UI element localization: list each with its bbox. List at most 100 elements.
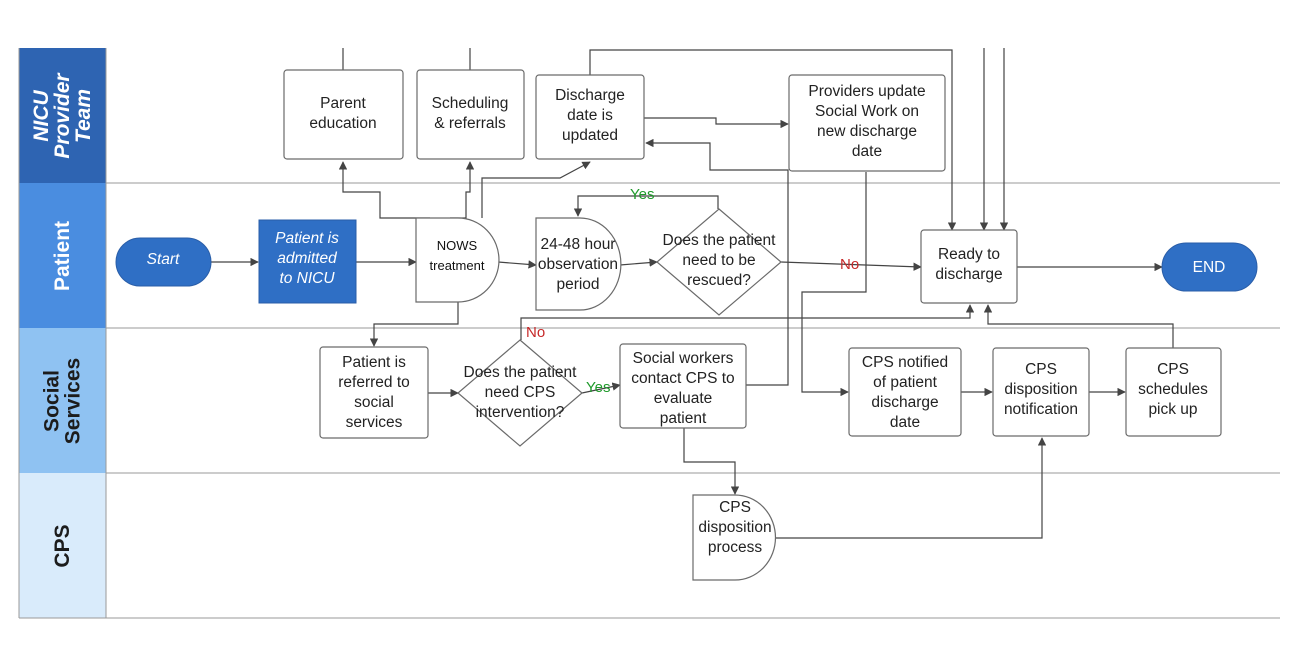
nows-label: NOWS treatment bbox=[430, 238, 485, 273]
node-label-line: date bbox=[890, 414, 920, 431]
node-label-line: Social workers bbox=[633, 350, 734, 367]
node-label-line: END bbox=[1193, 259, 1226, 276]
nows-node: NOWS treatment bbox=[415, 217, 500, 303]
node-label-line: education bbox=[309, 115, 376, 132]
node-label-line: Parent bbox=[320, 95, 366, 112]
lane-label-nicu: NICUProviderTeam bbox=[30, 72, 95, 159]
lane-label-social: SocialServices bbox=[41, 358, 85, 444]
lane-headers bbox=[19, 48, 106, 618]
cps-notified-label: CPS notified of patient discharge date bbox=[862, 354, 948, 431]
rescued-decision: Does the patient need to be rescued? bbox=[656, 208, 782, 316]
parent-education-label: Parent education bbox=[309, 95, 376, 132]
sw-contact-node: Social workers contact CPS to evaluate pati… bbox=[619, 343, 747, 429]
node-label-line: discharge bbox=[935, 266, 1002, 283]
node-label-line: rescued? bbox=[687, 272, 751, 289]
lane-header-social bbox=[19, 328, 106, 473]
node-label-line: disposition bbox=[1004, 381, 1077, 398]
observation-label: 24-48 hour observation period bbox=[538, 236, 618, 293]
node-label-line: new discharge bbox=[817, 123, 917, 140]
node-label-line: discharge bbox=[871, 394, 938, 411]
cps-pickup-label: CPS schedules pick up bbox=[1138, 361, 1208, 418]
lane-header-patient bbox=[19, 183, 106, 328]
observation-node: 24-48 hour observation period bbox=[535, 217, 622, 311]
start-node: Start bbox=[115, 237, 212, 287]
lane-label-line: CPS bbox=[51, 524, 74, 567]
node-label-line: Discharge bbox=[555, 87, 625, 104]
node-label-line: Providers update bbox=[808, 83, 925, 100]
node-label-line: process bbox=[708, 539, 763, 556]
node-label-line: date is bbox=[567, 107, 613, 124]
lane-label-line: Provider bbox=[51, 72, 74, 159]
node-label-line: notification bbox=[1004, 401, 1078, 418]
node-label-line: period bbox=[556, 276, 599, 293]
end-node: END bbox=[1161, 242, 1258, 292]
node-label-line: NOWS bbox=[437, 238, 478, 253]
rescued-label: Does the patient need to be rescued? bbox=[663, 232, 777, 289]
node-label-line: 24-48 hour bbox=[541, 236, 616, 253]
node-label-line: of patient bbox=[873, 374, 937, 391]
node-label-line: intervention? bbox=[476, 404, 565, 421]
lane-label-line: Services bbox=[62, 358, 85, 444]
referred-label: Patient is referred to social services bbox=[338, 354, 410, 431]
node-label-line: contact CPS to bbox=[631, 370, 734, 387]
node-label-line: need to be bbox=[682, 252, 755, 269]
node-label-line: to NICU bbox=[279, 270, 335, 287]
lane-label-texts: NICUProviderTeam Patient SocialServices … bbox=[30, 72, 95, 568]
node-label-line: observation bbox=[538, 256, 618, 273]
cps-disp-notif-node: CPS disposition notification bbox=[992, 347, 1090, 437]
lane-label-line: Social bbox=[41, 370, 64, 432]
node-label-line: Social Work on bbox=[815, 103, 919, 120]
lane-header-cps bbox=[19, 473, 106, 618]
node-label-line: & referrals bbox=[434, 115, 506, 132]
end-label: END bbox=[1193, 259, 1226, 276]
lane-header-nicu bbox=[19, 48, 106, 183]
node-label-line: patient bbox=[660, 410, 707, 427]
node-label-line: Does the patient bbox=[663, 232, 777, 249]
node-label-line: Scheduling bbox=[432, 95, 509, 112]
node-label-line: CPS bbox=[1025, 361, 1057, 378]
node-label-line: evaluate bbox=[654, 390, 713, 407]
node-label-line: treatment bbox=[430, 258, 485, 273]
node-label-line: Patient is bbox=[342, 354, 406, 371]
cps-pickup-node: CPS schedules pick up bbox=[1125, 347, 1222, 437]
lane-label-line: Team bbox=[72, 89, 95, 143]
cps-disp-notif-label: CPS disposition notification bbox=[1004, 361, 1078, 418]
lane-label-line: Patient bbox=[51, 221, 74, 291]
parent-education-node: Parent education bbox=[283, 69, 404, 160]
lane-label-cps: CPS bbox=[51, 524, 74, 567]
edge-label-yes-cps: Yes bbox=[586, 379, 610, 396]
sw-contact-label: Social workers contact CPS to evaluate pati… bbox=[631, 350, 734, 427]
cps-process-node: CPS disposition process bbox=[692, 494, 776, 581]
node-label-line: pick up bbox=[1148, 401, 1197, 418]
node-label-line: CPS bbox=[1157, 361, 1189, 378]
node-label-line: social bbox=[354, 394, 394, 411]
node-label-line: CPS notified bbox=[862, 354, 948, 371]
node-label-line: services bbox=[346, 414, 403, 431]
scheduling-label: Scheduling & referrals bbox=[432, 95, 509, 132]
node-label-line: schedules bbox=[1138, 381, 1208, 398]
lane-dividers bbox=[18, 48, 1280, 619]
node-label-line: Does the patient bbox=[464, 364, 578, 381]
start-label: Start bbox=[147, 251, 180, 268]
edge-label-no-cps: No bbox=[526, 324, 545, 341]
cps-process-label: CPS disposition process bbox=[698, 499, 771, 556]
node-label-line: date bbox=[852, 143, 882, 160]
node-label-line: Start bbox=[147, 251, 180, 268]
node-label-line: CPS bbox=[719, 499, 751, 516]
scheduling-node: Scheduling & referrals bbox=[416, 69, 525, 160]
cps-notified-node: CPS notified of patient discharge date bbox=[848, 347, 962, 437]
node-label-line: disposition bbox=[698, 519, 771, 536]
node-label-line: referred to bbox=[338, 374, 410, 391]
node-label-line: admitted bbox=[277, 250, 338, 267]
